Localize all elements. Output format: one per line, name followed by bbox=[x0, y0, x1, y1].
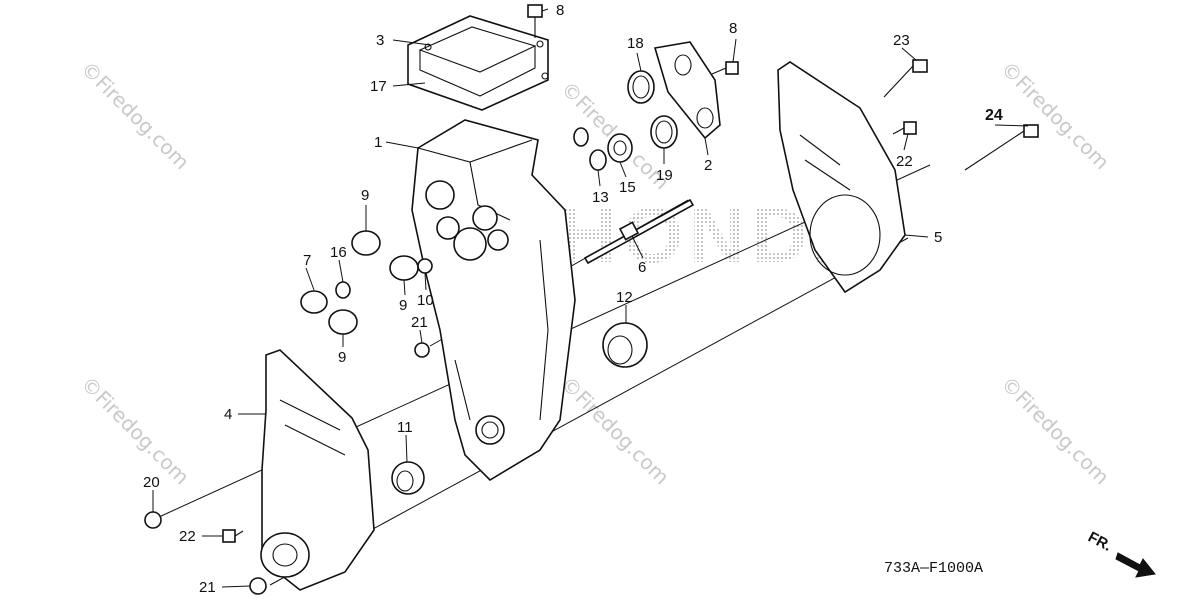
callout-21-mid: 21 bbox=[411, 314, 428, 331]
callout-19: 19 bbox=[656, 167, 673, 184]
o-ring-16 bbox=[335, 281, 351, 299]
callout-20: 20 bbox=[143, 474, 160, 491]
left-cover bbox=[260, 349, 375, 591]
callout-23: 23 bbox=[893, 32, 910, 49]
callout-12: 12 bbox=[616, 289, 633, 306]
watermark-mid-right: ©Firedog.com bbox=[996, 372, 1114, 490]
gasket-plate bbox=[653, 41, 721, 140]
plug-9-bottom bbox=[328, 309, 358, 335]
callout-8-right: 8 bbox=[729, 20, 737, 37]
front-arrow-icon bbox=[1115, 552, 1156, 578]
o-ring-10 bbox=[417, 258, 433, 274]
watermark-mid-left: ©Firedog.com bbox=[76, 372, 194, 490]
watermark-top-right: ©Firedog.com bbox=[996, 57, 1114, 175]
grommet-11 bbox=[391, 461, 425, 495]
callout-18: 18 bbox=[627, 35, 644, 52]
callout-17: 17 bbox=[370, 78, 387, 95]
callout-21-bottom: 21 bbox=[199, 579, 216, 596]
callout-9-mid: 9 bbox=[399, 297, 407, 314]
callout-9-bottom: 9 bbox=[338, 349, 346, 366]
callout-8-top: 8 bbox=[556, 2, 564, 19]
grommet-12 bbox=[602, 322, 648, 368]
figure-code: 733A—F1000A bbox=[884, 560, 983, 577]
front-direction-indicator: FR. bbox=[1085, 529, 1156, 578]
callout-13: 13 bbox=[592, 189, 609, 206]
callouts: 3 17 1 8 8 18 19 2 13 15 23 22 24 5 6 12… bbox=[143, 2, 1003, 596]
callout-5: 5 bbox=[934, 229, 942, 246]
callout-6: 6 bbox=[638, 259, 646, 276]
watermark-top-left: ©Firedog.com bbox=[76, 57, 194, 175]
leader-lines bbox=[152, 8, 1029, 588]
fasteners bbox=[144, 4, 1039, 595]
top-cover bbox=[407, 15, 549, 111]
callout-9-top: 9 bbox=[361, 187, 369, 204]
direction-label: FR. bbox=[1085, 529, 1114, 555]
seal-15 bbox=[607, 133, 633, 163]
callout-4: 4 bbox=[224, 406, 232, 423]
callout-10: 10 bbox=[417, 292, 434, 309]
callout-22-right: 22 bbox=[896, 153, 913, 170]
plug-9-mid bbox=[389, 255, 419, 281]
callout-1: 1 bbox=[374, 134, 382, 151]
callout-11: 11 bbox=[397, 419, 413, 436]
callout-22-left: 22 bbox=[179, 528, 196, 545]
callout-7: 7 bbox=[303, 252, 311, 269]
bearing-small bbox=[573, 127, 589, 147]
callout-15: 15 bbox=[619, 179, 636, 196]
callout-2: 2 bbox=[704, 157, 712, 174]
callout-24: 24 bbox=[985, 107, 1003, 124]
plug-9-top bbox=[351, 230, 381, 256]
right-cover bbox=[777, 61, 906, 294]
gearbox-housing bbox=[411, 119, 576, 482]
plug-7 bbox=[300, 290, 328, 314]
callout-16: 16 bbox=[330, 244, 347, 261]
callout-3: 3 bbox=[376, 32, 384, 49]
watermark-center: ©Firedog.com bbox=[556, 372, 674, 490]
seal-13 bbox=[589, 149, 607, 171]
